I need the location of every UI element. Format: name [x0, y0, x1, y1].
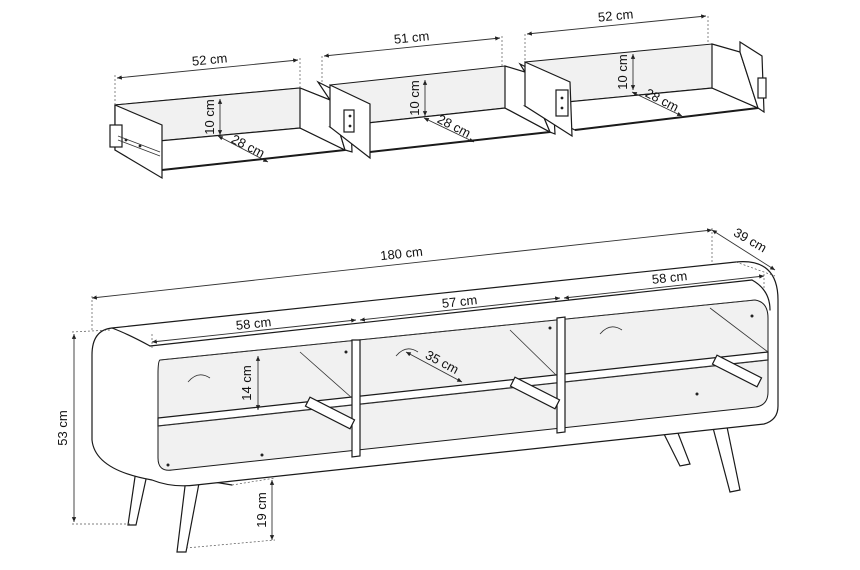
- compartment-middle-label: 57 cm: [441, 292, 478, 311]
- shelf-height-label: 14 cm: [239, 365, 254, 400]
- leg-height-label: 19 cm: [254, 492, 269, 527]
- cabinet-width-label: 180 cm: [380, 244, 424, 264]
- compartment-left-label: 58 cm: [235, 314, 272, 333]
- drawer-right-width-label: 52 cm: [597, 6, 634, 24]
- compartment-right-label: 58 cm: [651, 268, 688, 287]
- drawer-middle-width-label: 51 cm: [393, 28, 430, 47]
- drawer-left-slide: [109, 124, 161, 157]
- cabinet-depth-label: 39 cm: [731, 225, 769, 256]
- drawer-middle-slide: [343, 109, 355, 133]
- tv-cabinet: [91, 261, 779, 553]
- cabinet-slides: [304, 354, 763, 430]
- drawer-right-slide: [555, 77, 767, 117]
- drawer-left-height-label: 10 cm: [202, 99, 217, 134]
- drawer-middle: 51 cm 10 cm 28 cm: [321, 28, 556, 160]
- drawer-left: 52 cm 10 cm 28 cm: [109, 50, 353, 180]
- drawer-right: 52 cm 10 cm 28 cm: [522, 6, 767, 138]
- drawer-middle-height-label: 10 cm: [407, 80, 422, 115]
- drawer-left-width-label: 52 cm: [191, 50, 228, 68]
- cabinet-legs: [127, 421, 741, 553]
- drawer-right-height-label: 10 cm: [615, 54, 630, 89]
- cabinet-height-label: 53 cm: [55, 410, 70, 445]
